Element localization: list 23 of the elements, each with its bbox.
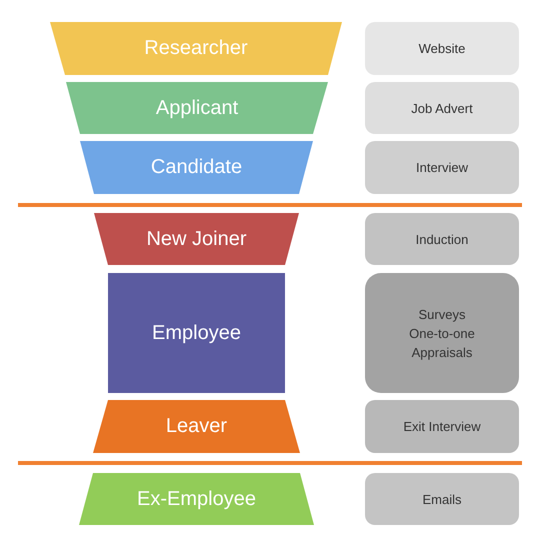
touchpoint-label: Job Advert	[411, 100, 473, 118]
stage-label: Applicant	[156, 96, 238, 120]
touchpoint-label: Appraisals	[412, 344, 472, 362]
touchpoint-label: Surveys	[418, 306, 466, 324]
touchpoint-label: Induction	[416, 230, 468, 248]
touchpoint-box	[365, 273, 519, 393]
touchpoint-box	[365, 22, 519, 75]
touchpoint-label: Website	[418, 40, 466, 58]
touchpoint-box	[365, 82, 519, 134]
stage-label: Candidate	[150, 156, 242, 179]
touchpoint-label: Exit Interview	[403, 418, 481, 436]
stage-label: Ex-Employee	[137, 488, 256, 510]
stage-label: Leaver	[166, 415, 228, 438]
touchpoint-label: One-to-one	[409, 324, 475, 342]
touchpoint-box	[365, 141, 519, 194]
touchpoint-box	[365, 473, 519, 525]
stage-label: Employee	[152, 322, 241, 344]
stage-label: New Joiner	[146, 228, 247, 250]
touchpoint-label: Emails	[422, 490, 462, 508]
stage-label: Researcher	[144, 37, 248, 60]
touchpoint-label: Interview	[416, 159, 468, 177]
touchpoint-box	[365, 400, 519, 453]
touchpoint-box	[365, 213, 519, 265]
